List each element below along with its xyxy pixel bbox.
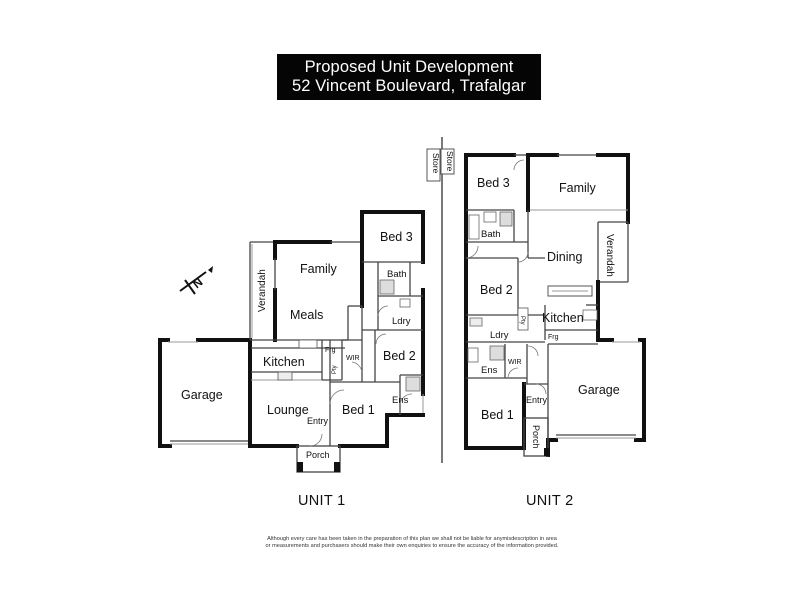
unit-2-ldry-label: Ldry — [490, 330, 509, 341]
unit-2-family-label: Family — [559, 181, 597, 195]
unit-1-sink-icon — [298, 339, 318, 349]
unit-1-plan: Garage Verandah Family Meals Kitchen Lou… — [158, 210, 425, 473]
plan-address: 52 Vincent Boulevard, Trafalgar — [292, 77, 526, 95]
unit-1-garage — [158, 338, 252, 448]
unit-1-lounge-label: Lounge — [267, 403, 309, 417]
unit-1-kitchen-label: Kitchen — [263, 355, 305, 369]
unit-2-pty-label: Pty — [519, 316, 525, 325]
unit-2-wir-label: WIR — [508, 359, 522, 366]
unit-2-bed3-label: Bed 3 — [477, 176, 510, 190]
unit-1-ens-label: Ens — [392, 395, 409, 406]
unit-2-ens-label: Ens — [481, 365, 498, 376]
unit-2-store: Store Store — [426, 148, 455, 182]
unit-2-entry-label: Entry — [526, 395, 548, 405]
unit-1-wir-label: WIR — [346, 355, 360, 362]
unit-1-bed2-label: Bed 2 — [383, 349, 416, 363]
unit-1-bath-label: Bath — [387, 269, 407, 280]
plan-title-box: Proposed Unit Development 52 Vincent Bou… — [277, 54, 541, 100]
plan-title: Proposed Unit Development — [304, 58, 514, 76]
unit-2-bathtub-icon — [468, 214, 480, 240]
unit-1-ldry-label: Ldry — [392, 316, 411, 327]
unit-2-ldry-tub-icon — [469, 317, 483, 327]
unit-1-bed3-label: Bed 3 — [380, 230, 413, 244]
unit-2-caption: UNIT 2 — [526, 493, 574, 509]
north-arrow-icon: N — [179, 266, 213, 295]
unit-2-plan: Store Store — [426, 148, 646, 457]
disclaimer-line-1: Although every care has been taken in th… — [267, 536, 557, 542]
unit-2-ens-basin-icon — [467, 347, 479, 363]
unit-2-kitchen-label: Kitchen — [542, 311, 584, 325]
unit-2-frg-label: Frg — [548, 334, 559, 341]
unit-1-bath-shower-icon — [379, 279, 395, 295]
unit-2-store-label-left: Store — [431, 153, 441, 174]
unit-1-frg-label: Frg — [325, 347, 336, 354]
unit-2-garage-label: Garage — [578, 383, 620, 397]
unit-2-bath-basin-icon — [483, 211, 497, 223]
unit-1-ens-shower-icon — [405, 376, 421, 392]
unit-1-porch-label: Porch — [306, 450, 330, 460]
disclaimer: Although every care has been taken in th… — [230, 536, 594, 550]
unit-1-cooktop-icon — [277, 371, 293, 381]
unit-2-bed2-label: Bed 2 — [480, 283, 513, 297]
unit-2-bed1-label: Bed 1 — [481, 408, 514, 422]
unit-2-store-label-right: Store — [445, 151, 455, 172]
unit-1-caption: UNIT 1 — [298, 493, 346, 509]
unit-1-pty-label: Pty — [332, 365, 338, 374]
unit-2-ens-shower-icon — [489, 345, 505, 361]
unit-1-verandah-label: Verandah — [257, 269, 268, 312]
unit-2-bath-label: Bath — [481, 229, 501, 240]
unit-2-kitchen-sink-icon — [582, 309, 598, 321]
disclaimer-line-2: or measurements and purchasers should ma… — [265, 543, 559, 549]
unit-2-porch-label: Porch — [531, 425, 541, 449]
unit-1-bed1-label: Bed 1 — [342, 403, 375, 417]
unit-2-garage — [556, 341, 640, 439]
unit-2-porch — [523, 417, 550, 457]
unit-1-entry-label: Entry — [307, 416, 329, 426]
unit-1-porch — [296, 433, 341, 473]
unit-1-meals-label: Meals — [290, 308, 323, 322]
unit-1-verandah — [249, 241, 275, 340]
unit-2-dining-label: Dining — [547, 250, 582, 264]
unit-1-ldry-tub-icon — [399, 298, 411, 308]
unit-1-family-label: Family — [300, 262, 338, 276]
unit-2-verandah-label: Verandah — [604, 234, 615, 277]
unit-1-garage-label: Garage — [181, 388, 223, 402]
unit-2-bath-shower-icon — [499, 211, 513, 227]
